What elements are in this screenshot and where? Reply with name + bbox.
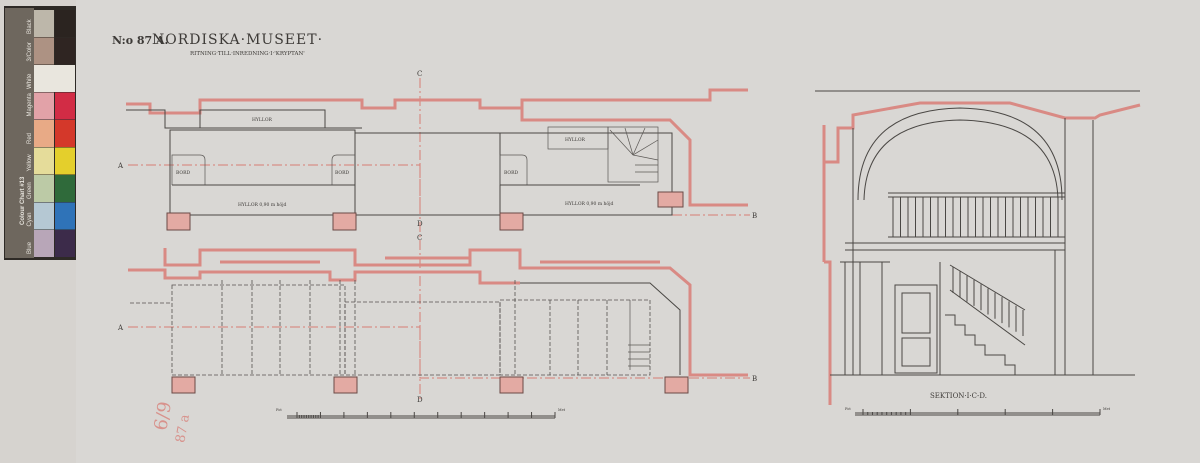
drawing-title: NORDISKA·MUSEET·: [152, 32, 323, 48]
pencil-note-1: 6/9: [150, 400, 176, 432]
label-bord-2: BORD: [335, 170, 349, 176]
colour-patch-cyan-light: [34, 202, 54, 230]
scale-left-label: Fot: [276, 408, 282, 412]
marker-d-bottom: D: [417, 396, 423, 404]
colour-patch-label: 3/Color: [27, 42, 33, 61]
colour-patch-label: Magenta: [27, 92, 33, 116]
section-title: SEKTION·I·C-D.: [930, 392, 987, 400]
marker-a-upper: A: [117, 162, 124, 170]
marker-b-upper: B: [752, 212, 757, 220]
lower-floor-plan: [128, 248, 748, 394]
pencil-note-2: 87 a: [173, 413, 193, 444]
colour-patch-3/color-light: [34, 37, 54, 65]
section-scale-left-label: Fot: [845, 407, 851, 411]
drawing-sheet: [76, 0, 1200, 463]
scale-right-label: Met: [558, 408, 566, 412]
marker-c-top: C: [417, 70, 422, 78]
label-bord-1: BORD: [176, 170, 190, 176]
colour-patch-green-light: [34, 175, 54, 202]
colour-patch-magenta-dark: [55, 92, 75, 120]
colour-patch-label: Black: [27, 18, 33, 34]
colour-patch-blue-light: [34, 230, 54, 257]
drawing-number: N:o 87 A.: [112, 34, 168, 47]
colour-patch-magenta-light: [34, 92, 54, 120]
upper-floor-plan: HYLLOR BORD BORD BORD HYLLOR HYLLOR 0,90…: [126, 88, 748, 231]
colour-patch-red-dark: [55, 120, 75, 147]
colour-patch-3/color-dark: [55, 37, 75, 65]
marker-b-lower: B: [752, 375, 757, 383]
colour-patch-red-light: [34, 120, 54, 147]
label-bord-3: BORD: [504, 170, 518, 176]
label-hyllor: HYLLOR: [252, 117, 273, 123]
colour-patch-blue-dark: [55, 230, 75, 257]
scale-bar-plan: Fot Met: [276, 408, 566, 419]
colour-chart-title: Colour Chart #13: [20, 176, 26, 225]
scale-bar-section: Fot Met: [845, 407, 1111, 416]
colour-patch-yellow-dark: [55, 147, 75, 175]
section-scale-right-label: Met: [1103, 407, 1111, 411]
label-hyllor-small: HYLLOR: [565, 137, 586, 143]
label-hyllor-height-2: HYLLOR 0,90 m höjd: [565, 201, 614, 207]
colour-patch-label: Red: [27, 133, 33, 144]
colour-patch-label: White: [27, 73, 33, 89]
drawing-subtitle: RITNING·TILL·INREDNING·I·'KRYPTAN': [190, 51, 305, 57]
colour-patch-label: Yellow: [27, 154, 33, 172]
ruler-strip: [5, 8, 34, 258]
marker-d-upper: D: [417, 220, 423, 228]
label-hyllor-height-1: HYLLOR 0,90 m höjd: [238, 202, 287, 208]
colour-patch-white: [34, 65, 75, 92]
section-c-d: SEKTION·I·C-D.: [815, 90, 1141, 405]
colour-patch-yellow-light: [34, 147, 54, 175]
colour-patch-black-dark: [55, 10, 75, 37]
colour-patch-green-dark: [55, 175, 75, 202]
colour-patch-label: Blue: [27, 241, 33, 254]
marker-a-lower: A: [117, 324, 124, 332]
colour-patch-black-light: [34, 10, 54, 37]
colour-chart: Blue Cyan Green Yellow Red Magenta White 3/Colo…: [4, 6, 76, 260]
colour-patch-cyan-dark: [55, 202, 75, 230]
marker-c-lower: C: [417, 234, 422, 242]
colour-patch-label: Cyan: [27, 212, 33, 226]
colour-patch-label: Green: [27, 182, 33, 199]
